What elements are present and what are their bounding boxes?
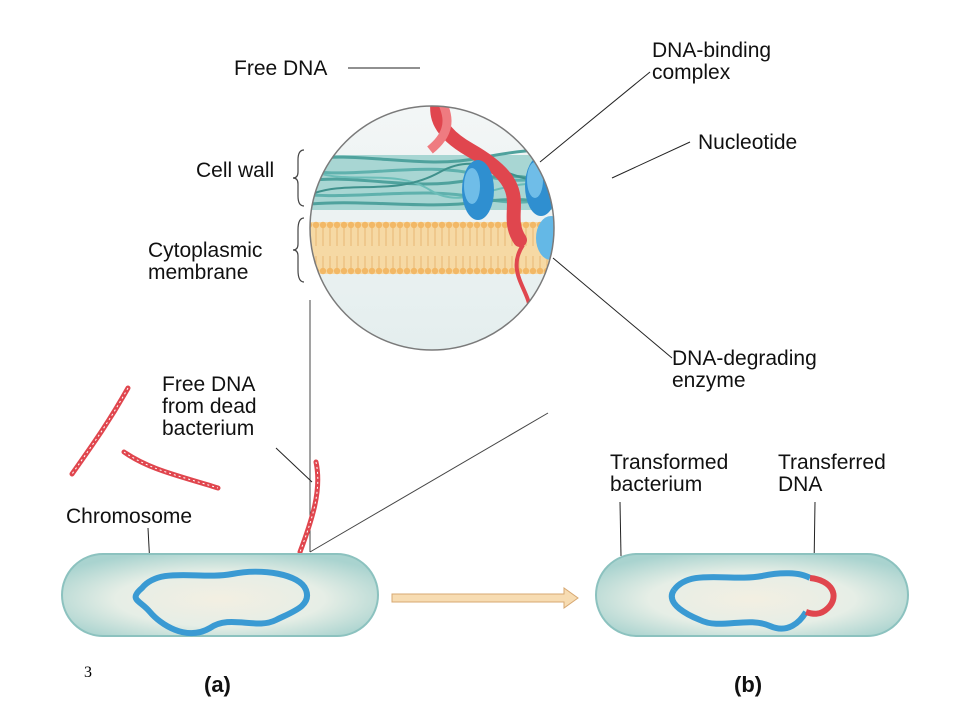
lipid-head — [299, 268, 305, 274]
lipid-head — [438, 267, 446, 275]
zoom-line-right — [309, 412, 549, 553]
lipid-head — [361, 267, 369, 275]
lipid-head — [382, 221, 390, 229]
lipid-head — [310, 267, 313, 275]
lipid-head — [473, 221, 481, 229]
recipient-bacterium — [61, 553, 379, 637]
lipid-head — [565, 222, 571, 228]
lipid-head — [361, 221, 369, 229]
lipid-head — [466, 267, 474, 275]
magnified-view — [299, 105, 622, 351]
lipid-head — [299, 222, 305, 228]
lipid-head — [424, 267, 432, 275]
lipid-head — [529, 267, 537, 275]
lipid-head — [368, 221, 376, 229]
lipid-head — [445, 267, 453, 275]
lipid-head — [459, 221, 467, 229]
lipid-head — [347, 221, 355, 229]
lipid-head — [452, 221, 460, 229]
lipid-head — [389, 267, 397, 275]
label-cytoplasmic-membrane: Cytoplasmic membrane — [148, 239, 263, 284]
label-dna-degrading-enzyme: DNA-degrading enzyme — [672, 347, 817, 392]
lipid-head — [319, 267, 327, 275]
lipid-head — [368, 267, 376, 275]
lipid-head — [326, 221, 334, 229]
lipid-head — [403, 267, 411, 275]
nucleotides — [566, 175, 622, 214]
label-free-dna-dead-bacterium: Free DNA from dead bacterium — [162, 373, 257, 440]
label-transferred-dna: Transferred DNA — [778, 451, 886, 496]
cell-wall-brace — [292, 149, 305, 207]
lipid-head — [410, 267, 418, 275]
lipid-head — [558, 222, 564, 228]
lipid-head — [382, 267, 390, 275]
lipid-head — [431, 267, 439, 275]
leader-lines — [147, 67, 816, 569]
lipid-head — [340, 221, 348, 229]
transformation-arrow — [391, 587, 579, 609]
lipid-head — [473, 267, 481, 275]
label-chromosome: Chromosome — [66, 505, 193, 528]
lipid-head — [466, 221, 474, 229]
lipid-head — [354, 267, 362, 275]
label-free-dna: Free DNA — [234, 57, 328, 80]
lipid-head — [410, 221, 418, 229]
lipid-head — [403, 221, 411, 229]
lipid-head — [480, 267, 488, 275]
lipid-head — [417, 221, 425, 229]
page-number: 3 — [84, 664, 92, 681]
lipid-head — [501, 267, 509, 275]
panel-label-a: (a) — [204, 672, 231, 697]
lipid-head — [452, 267, 460, 275]
lipid-head — [333, 267, 341, 275]
chromosome — [132, 568, 311, 637]
transformed-bacterium — [595, 553, 909, 637]
lipid-head — [536, 267, 544, 275]
lipid-head — [347, 267, 355, 275]
lipid-head — [445, 221, 453, 229]
lipid-head — [459, 267, 467, 275]
lipid-head — [312, 221, 320, 229]
lipid-head — [424, 221, 432, 229]
lipid-head — [431, 221, 439, 229]
lipid-head — [480, 221, 488, 229]
lipid-head — [375, 267, 383, 275]
label-cell-wall: Cell wall — [196, 159, 275, 182]
lipid-head — [529, 221, 537, 229]
cytoplasmic-membrane — [299, 221, 571, 275]
lipid-head — [375, 221, 383, 229]
lipid-head — [558, 268, 564, 274]
lipid-head — [487, 267, 495, 275]
membrane-brace — [292, 217, 305, 283]
lipid-head — [333, 221, 341, 229]
lipid-head — [396, 267, 404, 275]
lipid-head — [494, 221, 502, 229]
lipid-head — [417, 267, 425, 275]
lipid-head — [326, 267, 334, 275]
lipid-head — [438, 221, 446, 229]
lipid-head — [494, 267, 502, 275]
panel-label-b: (b) — [734, 672, 763, 697]
transferred-dna-segment — [805, 575, 837, 617]
lipid-head — [508, 267, 516, 275]
lipid-head — [319, 221, 327, 229]
label-dna-binding-complex: DNA-binding complex — [652, 39, 772, 84]
transformed-chromosome — [671, 570, 812, 593]
lipid-head — [396, 221, 404, 229]
lipid-head — [340, 267, 348, 275]
lipid-head — [550, 267, 554, 275]
label-nucleotide: Nucleotide — [698, 131, 798, 154]
lipid-head — [487, 221, 495, 229]
lipid-head — [522, 221, 530, 229]
dna-degrading-enzyme — [536, 216, 554, 260]
lipid-head — [354, 221, 362, 229]
lipid-head — [501, 221, 509, 229]
lipid-head — [522, 267, 530, 275]
lipid-head — [389, 221, 397, 229]
lipid-head — [310, 221, 313, 229]
label-transformed-bacterium: Transformed bacterium — [610, 451, 729, 496]
